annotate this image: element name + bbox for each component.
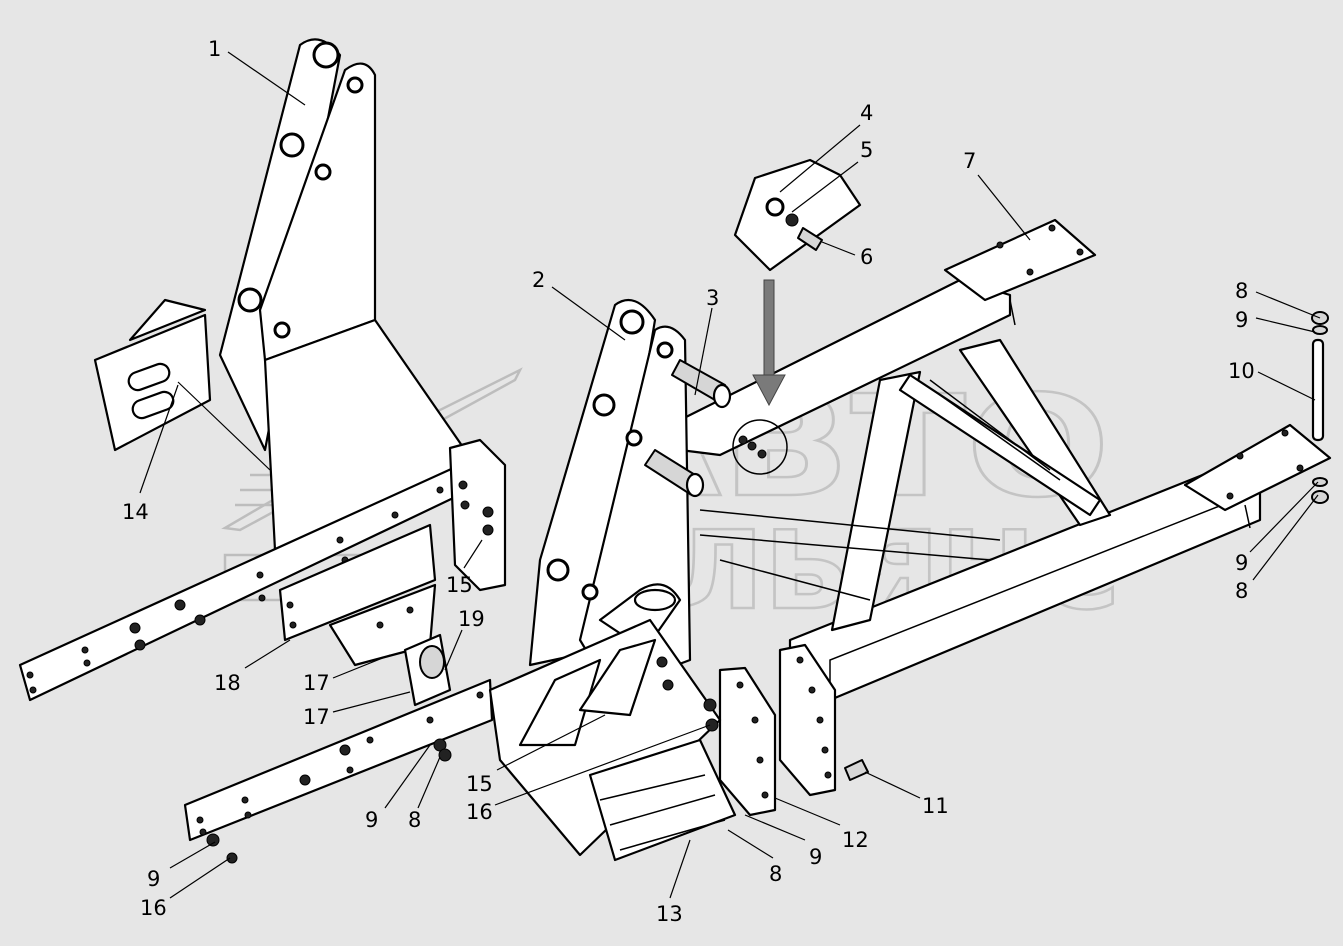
bracket-2	[528, 298, 732, 692]
callout-15-upper: 15	[446, 573, 473, 597]
left-upper-rail	[18, 438, 507, 702]
callout-9-top: 9	[1235, 308, 1248, 332]
ribs-15-16	[488, 618, 722, 857]
pin-10	[1311, 311, 1329, 504]
callouts: 1 2 3 4 5 6 7 8 9 10 9 8 14 15 19 18 17 …	[122, 37, 1255, 926]
callout-16-bottom-left: 16	[140, 896, 167, 920]
wedge-plates-13	[588, 738, 737, 862]
callout-17-upper: 17	[303, 671, 330, 695]
leader-lines	[139, 51, 1321, 899]
callout-12: 12	[842, 828, 869, 852]
callout-6: 6	[860, 245, 873, 269]
callout-2: 2	[532, 268, 545, 292]
callout-19: 19	[458, 607, 485, 631]
bolt-11	[844, 759, 869, 781]
callout-3: 3	[706, 286, 719, 310]
end-plate-12	[718, 643, 837, 817]
parts-drawing	[18, 38, 1332, 864]
callout-8-bottom: 8	[769, 862, 782, 886]
callout-16-middle: 16	[466, 800, 493, 824]
callout-11: 11	[922, 794, 949, 818]
callout-8-right: 8	[1235, 579, 1248, 603]
callout-9-bottom-left: 9	[147, 867, 160, 891]
callout-8-left: 8	[408, 808, 421, 832]
plate-14	[93, 298, 212, 452]
callout-13: 13	[656, 902, 683, 926]
callout-7: 7	[963, 149, 976, 173]
callout-14: 14	[122, 500, 149, 524]
upper-frame-rail	[678, 218, 1097, 457]
bracket-1	[218, 38, 472, 552]
callout-8-top: 8	[1235, 279, 1248, 303]
callout-15-lower: 15	[466, 772, 493, 796]
plate-18	[278, 523, 437, 667]
callout-10: 10	[1228, 359, 1255, 383]
detail-view	[732, 158, 862, 475]
callout-4: 4	[860, 101, 873, 125]
callout-5: 5	[860, 138, 873, 162]
cross-members	[699, 338, 1112, 632]
callout-1: 1	[208, 37, 221, 61]
callout-9-left: 9	[365, 808, 378, 832]
callout-9-right: 9	[1235, 551, 1248, 575]
callout-9-bottom: 9	[809, 845, 822, 869]
callout-18: 18	[214, 671, 241, 695]
left-lower-rail	[183, 633, 494, 864]
callout-17-lower: 17	[303, 705, 330, 729]
